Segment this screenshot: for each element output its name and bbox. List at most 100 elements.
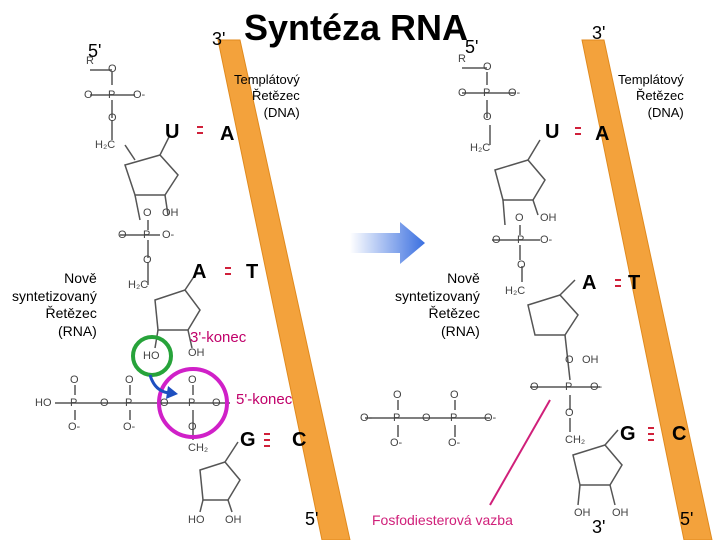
template-label-left: Templátový Řetězec (DNA) <box>234 72 300 120</box>
green-highlight-circle <box>131 335 173 377</box>
left-r: R <box>86 55 94 67</box>
left-h2c-2: H₂C <box>128 279 149 291</box>
base-t-right-dna: T <box>628 272 641 294</box>
right-ch2: CH₂ <box>565 434 586 446</box>
right-5-prime-bottom: 5' <box>680 509 694 529</box>
pyrophosphate <box>365 400 490 437</box>
right-o-1: O <box>483 61 492 73</box>
left-o-2: O <box>84 89 93 101</box>
in-o-4: O <box>160 397 169 409</box>
in-o-3: O <box>125 374 134 386</box>
right-p-2: P <box>517 234 525 246</box>
left-o-3: O <box>108 112 117 124</box>
pp-p-1: P <box>393 412 401 424</box>
left-ominus-1: O- <box>133 89 146 101</box>
pp-ominus-2: O- <box>390 437 403 449</box>
magenta-highlight-circle <box>157 367 229 439</box>
pp-p-2: P <box>450 412 458 424</box>
template-label-right: Templátový Řetězec (DNA) <box>618 72 684 120</box>
page-title: Syntéza RNA <box>244 7 469 48</box>
pp-ominus-4: O- <box>484 412 497 424</box>
right-o-6: O <box>517 259 526 271</box>
left-o-1: O <box>108 63 117 75</box>
left-ominus-2: O- <box>162 229 175 241</box>
in-ominus-2: O- <box>123 421 136 433</box>
right-ominus-3: O- <box>590 381 603 393</box>
left-o-4: O <box>143 207 152 219</box>
in-oh: OH <box>225 514 242 526</box>
right-o-2: O <box>458 87 467 99</box>
transition-arrow <box>350 222 425 264</box>
left-o-6: O <box>143 254 152 266</box>
in-o-6: O <box>212 397 221 409</box>
right-o-7: O <box>565 354 574 366</box>
in-p-3: P <box>188 397 196 409</box>
incoming-nucleotide <box>55 385 241 513</box>
dna-strand-right <box>581 39 713 540</box>
left-rna-backbone <box>90 69 201 349</box>
base-a-left: A <box>192 261 207 283</box>
base-g-right: G <box>620 423 636 445</box>
right-o-3: O <box>483 111 492 123</box>
right-h2c-2: H₂C <box>505 285 526 297</box>
left-p-2: P <box>143 229 151 241</box>
base-u-left: U <box>165 121 180 143</box>
right-o-9: O <box>565 407 574 419</box>
left-3-prime-top: 3' <box>212 29 226 49</box>
phosphodiester-pointer <box>489 399 551 506</box>
right-h2c-1: H₂C <box>470 142 491 154</box>
in-ominus-1: O- <box>68 421 81 433</box>
in-p-2: P <box>125 397 133 409</box>
dna-strand-left <box>217 39 351 540</box>
left-5-prime-bottom: 5' <box>305 509 319 529</box>
right-p-3: P <box>565 381 573 393</box>
base-a-left-dna: A <box>220 123 235 145</box>
base-g-left: G <box>240 429 256 451</box>
in-p-1: P <box>70 397 78 409</box>
pp-ominus-1: O- <box>360 412 373 424</box>
left-o-5: O <box>118 229 127 241</box>
pp-o-1: O <box>393 389 402 401</box>
left-5-prime-top: 5' <box>88 41 102 61</box>
phosphodiester-bond-label: Fosfodiesterová vazba <box>372 512 513 528</box>
in-ho: HO <box>35 397 52 409</box>
three-prime-end-label: 3'-konec <box>190 329 247 346</box>
right-oh-1: OH <box>540 212 557 224</box>
right-3-prime-bottom: 3' <box>592 517 606 537</box>
pp-o-3: O <box>450 389 459 401</box>
left-p-1: P <box>108 89 116 101</box>
base-pair-bonds <box>197 126 654 447</box>
base-c-right-dna: C <box>672 423 687 445</box>
in-o-7: O <box>188 421 197 433</box>
right-o-8: O <box>530 381 539 393</box>
left-oh-2: OH <box>188 347 205 359</box>
base-u-right: U <box>545 121 560 143</box>
base-t-left-dna: T <box>246 261 259 283</box>
base-a-right: A <box>582 272 597 294</box>
right-3-prime-top: 3' <box>592 23 606 43</box>
right-o-4: O <box>515 212 524 224</box>
left-ho-1: HO <box>143 350 160 362</box>
in-o-2: O <box>100 397 109 409</box>
right-p-1: P <box>483 87 491 99</box>
right-oh-4: OH <box>612 507 629 519</box>
right-oh-3: OH <box>574 507 591 519</box>
left-oh-1: OH <box>162 207 179 219</box>
new-strand-label-right: Nově syntetizovaný Řetězec (RNA) <box>395 270 480 339</box>
right-ominus-2: O- <box>540 234 553 246</box>
in-o-5: O <box>188 374 197 386</box>
in-o-1: O <box>70 374 79 386</box>
right-5-prime-top: 5' <box>465 37 479 57</box>
right-ominus-1: O- <box>508 87 521 99</box>
in-ho-2: HO <box>188 514 205 526</box>
right-r: R <box>458 53 466 65</box>
right-oh-2: OH <box>582 354 599 366</box>
right-o-5: O <box>492 234 501 246</box>
five-prime-end-label: 5'-konec <box>236 391 293 408</box>
pp-ominus-3: O- <box>448 437 461 449</box>
new-strand-label-left: Nově syntetizovaný Řetězec (RNA) <box>12 270 97 339</box>
base-c-left-dna: C <box>292 429 307 451</box>
in-ch2: CH₂ <box>188 442 209 454</box>
